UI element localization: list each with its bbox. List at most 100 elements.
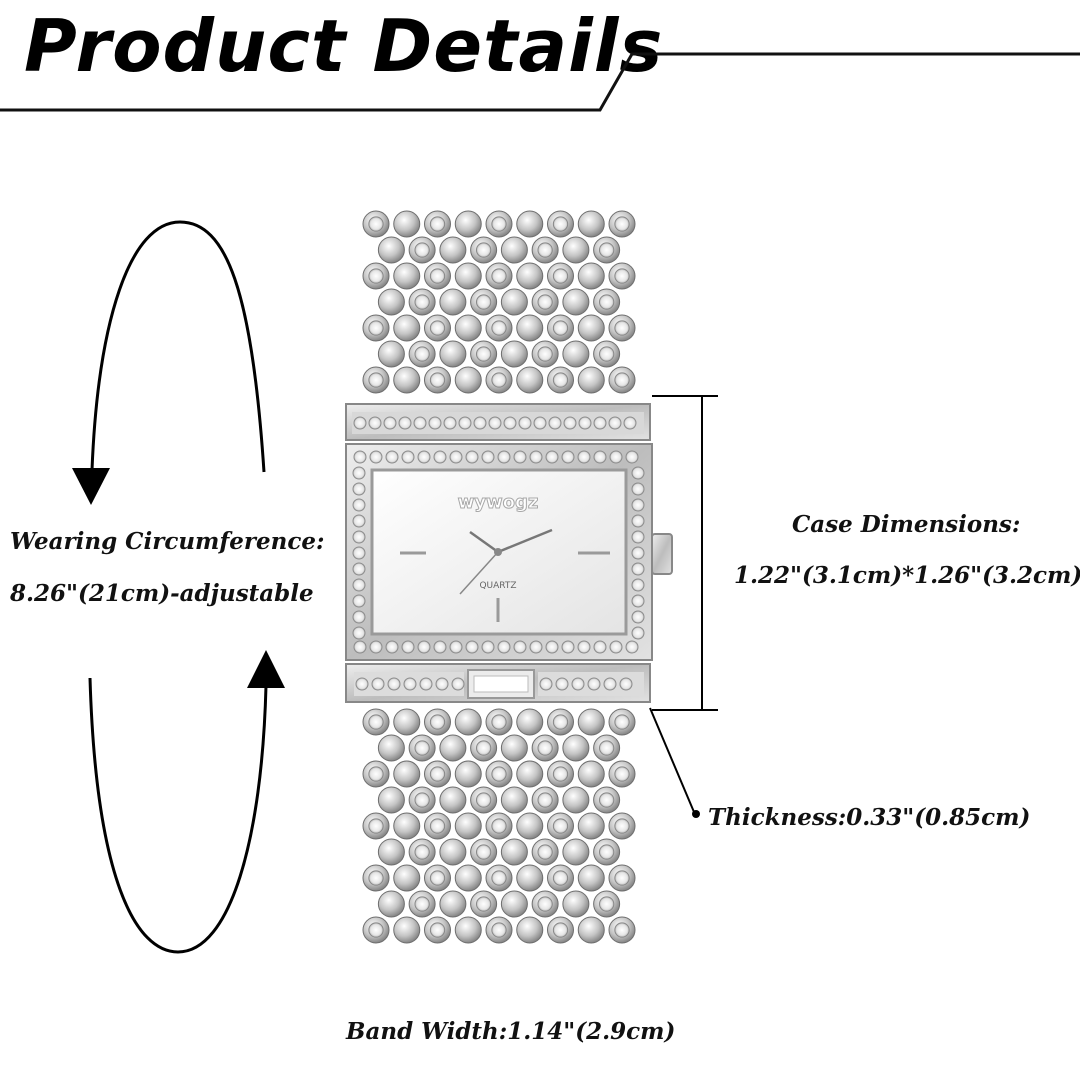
- bezel-crystal: [609, 450, 623, 464]
- bracelet-bead: [377, 734, 405, 762]
- bracelet-bead: [516, 366, 544, 394]
- bezel-crystal: [513, 640, 527, 654]
- rhinestone: [414, 346, 430, 362]
- rhinestone: [598, 740, 615, 756]
- rhinestone: [598, 294, 615, 310]
- bezel-crystal: [433, 450, 447, 464]
- bezel-crystal: [577, 450, 591, 464]
- rhinestone: [552, 216, 569, 232]
- rhinestone: [491, 818, 507, 834]
- rhinestone: [429, 922, 446, 938]
- bracelet-bead: [439, 340, 467, 368]
- rhinestone: [414, 294, 430, 310]
- bezel-crystal: [435, 677, 449, 691]
- bracelet-bead: [500, 734, 528, 762]
- bezel-crystal: [609, 640, 623, 654]
- bracelet-bead: [500, 786, 528, 814]
- bezel-crystal: [571, 677, 585, 691]
- bezel-crystal: [352, 514, 366, 528]
- rhinestone: [475, 346, 492, 362]
- bezel-crystal: [352, 498, 366, 512]
- rhinestone: [368, 922, 384, 938]
- rhinestone: [552, 922, 569, 938]
- rhinestone: [414, 792, 430, 808]
- bracelet-bead: [516, 916, 544, 944]
- bezel-crystal: [623, 416, 637, 430]
- rhinestone: [368, 714, 384, 730]
- bracelet-bead: [562, 236, 590, 264]
- bezel-crystal: [625, 640, 639, 654]
- bracelet-bead: [454, 812, 482, 840]
- bracelet-bead: [562, 786, 590, 814]
- bezel-crystal: [387, 677, 401, 691]
- page-title: Product Details: [24, 4, 664, 88]
- rhinestone: [475, 294, 492, 310]
- bezel-crystal: [481, 450, 495, 464]
- bracelet-bead: [516, 314, 544, 342]
- arrow-head-down-icon: [72, 468, 110, 505]
- bezel-crystal: [451, 677, 465, 691]
- rhinestone: [491, 216, 507, 232]
- bezel-crystal: [631, 578, 645, 592]
- bezel-crystal: [561, 450, 575, 464]
- case-dimension-bracket: [652, 395, 718, 711]
- rhinestone: [614, 216, 630, 232]
- bracelet-bead: [393, 864, 421, 892]
- bezel-crystal: [353, 640, 367, 654]
- bezel-crystal: [513, 450, 527, 464]
- rhinestone: [614, 922, 630, 938]
- bracelet-bead: [577, 864, 605, 892]
- header-underline: [0, 52, 1080, 112]
- rhinestone: [368, 268, 384, 284]
- bracelet-bead: [377, 786, 405, 814]
- bracelet-bead: [500, 890, 528, 918]
- rhinestone: [491, 320, 507, 336]
- wearing-circumference-value: 8.26"(21cm)-adjustable: [10, 580, 314, 607]
- rhinestone: [491, 714, 507, 730]
- bezel-crystal: [488, 416, 502, 430]
- rhinestone: [368, 766, 384, 782]
- bezel-crystal: [548, 416, 562, 430]
- bezel-crystal: [631, 610, 645, 624]
- rhinestone: [414, 844, 430, 860]
- bracelet-bead: [562, 838, 590, 866]
- bezel-crystal: [518, 416, 532, 430]
- bracelet-bead: [577, 262, 605, 290]
- bezel-crystal: [401, 450, 415, 464]
- crown: [651, 533, 673, 575]
- bezel-crystal: [497, 450, 511, 464]
- bezel-crystal: [385, 450, 399, 464]
- rhinestone: [429, 714, 446, 730]
- bracelet-bead: [393, 262, 421, 290]
- bezel-crystal: [529, 450, 543, 464]
- thickness-spec: Thickness:0.33"(0.85cm): [708, 804, 1031, 831]
- bezel-crystal: [545, 450, 559, 464]
- bezel-crystal: [631, 594, 645, 608]
- bracelet-bead: [393, 210, 421, 238]
- rhinestone: [368, 818, 384, 834]
- rhinestone: [414, 242, 430, 258]
- rhinestone: [598, 242, 615, 258]
- rhinestone: [537, 242, 553, 258]
- bracelet-bead: [516, 760, 544, 788]
- rhinestone: [414, 740, 430, 756]
- rhinestone: [414, 896, 430, 912]
- rhinestone: [598, 844, 615, 860]
- rhinestone: [537, 792, 553, 808]
- bezel-crystal: [578, 416, 592, 430]
- bracelet-bead: [454, 314, 482, 342]
- rhinestone: [614, 714, 630, 730]
- bracelet-bead: [500, 288, 528, 316]
- rhinestone: [537, 896, 553, 912]
- bezel-crystal: [603, 677, 617, 691]
- bezel-crystal: [417, 640, 431, 654]
- arrow-head-up-icon: [247, 650, 285, 688]
- bezel-crystal: [465, 640, 479, 654]
- bezel-crystal: [503, 416, 517, 430]
- rhinestone: [614, 766, 630, 782]
- bracelet-bead: [577, 314, 605, 342]
- bezel-crystal: [631, 498, 645, 512]
- bezel-crystal: [419, 677, 433, 691]
- bezel-crystal: [563, 416, 577, 430]
- bezel-crystal: [352, 530, 366, 544]
